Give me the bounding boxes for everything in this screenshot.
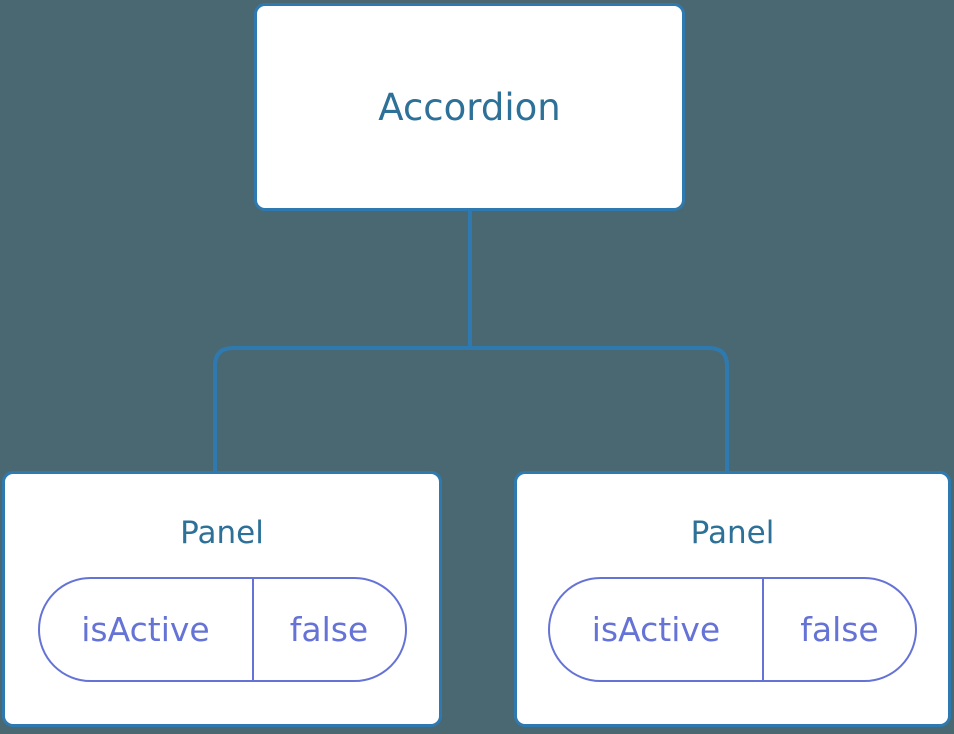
- state-badge-panel-right[interactable]: isActive false: [548, 577, 917, 682]
- node-panel-right[interactable]: Panel isActive false: [514, 471, 951, 727]
- connector-branch-left: [213, 346, 470, 473]
- state-key-isactive: isActive: [81, 610, 210, 649]
- node-panel-left-label: Panel: [180, 515, 264, 551]
- node-panel-left[interactable]: Panel isActive false: [2, 471, 442, 727]
- state-value-isactive: false: [762, 579, 915, 680]
- state-value-isactive: false: [251, 579, 405, 680]
- state-badge-panel-left[interactable]: isActive false: [37, 577, 407, 682]
- node-accordion[interactable]: Accordion: [254, 3, 685, 211]
- connector-branch-right: [470, 346, 729, 473]
- node-accordion-label: Accordion: [378, 85, 561, 129]
- state-key-isactive: isActive: [591, 610, 721, 649]
- node-panel-right-label: Panel: [690, 515, 775, 551]
